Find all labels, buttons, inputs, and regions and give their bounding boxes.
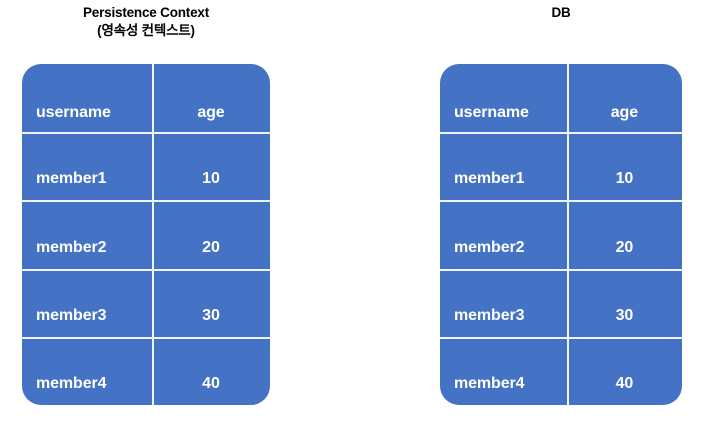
persistence-context-table: username age member1 10 member2 20 membe…: [22, 64, 270, 405]
table-header-row: username age: [22, 64, 270, 133]
column-header-age: age: [151, 64, 270, 133]
cell-username: member3: [454, 306, 525, 324]
cell-username: member4: [454, 375, 525, 393]
table-row: member3 30: [440, 268, 682, 338]
cell-username: member2: [36, 238, 107, 256]
table-row: member4 40: [22, 336, 270, 405]
title-line-secondary: (영속성 컨텍스트): [97, 23, 195, 39]
table-row: member2 20: [22, 200, 270, 269]
cell-age: 20: [151, 200, 270, 269]
cell-username: member3: [36, 306, 107, 324]
cell-age: 10: [151, 132, 270, 201]
table-row: member1 10: [22, 132, 270, 201]
table-row: member2 20: [440, 200, 682, 269]
cell-username: member1: [36, 170, 107, 188]
cell-age: 30: [566, 268, 682, 338]
cell-age: 40: [151, 336, 270, 405]
table-row: member4 40: [440, 336, 682, 405]
table-row: member3 30: [22, 268, 270, 338]
column-header-username: username: [36, 104, 111, 122]
cell-age: 40: [566, 336, 682, 405]
cell-username: member1: [454, 170, 525, 188]
title-line-primary: Persistence Context: [83, 5, 209, 20]
table-header-row: username age: [440, 64, 682, 133]
column-header-age: age: [566, 64, 682, 133]
cell-age: 10: [566, 132, 682, 201]
table-row: member1 10: [440, 132, 682, 201]
cell-age: 30: [151, 268, 270, 338]
persistence-context-title: Persistence Context (영속성 컨텍스트): [22, 4, 270, 40]
column-header-username: username: [454, 104, 529, 122]
cell-username: member4: [36, 375, 107, 393]
db-table: username age member1 10 member2 20 membe…: [440, 64, 682, 405]
db-title: DB: [440, 4, 682, 22]
title-line-primary: DB: [551, 5, 571, 20]
cell-username: member2: [454, 238, 525, 256]
cell-age: 20: [566, 200, 682, 269]
